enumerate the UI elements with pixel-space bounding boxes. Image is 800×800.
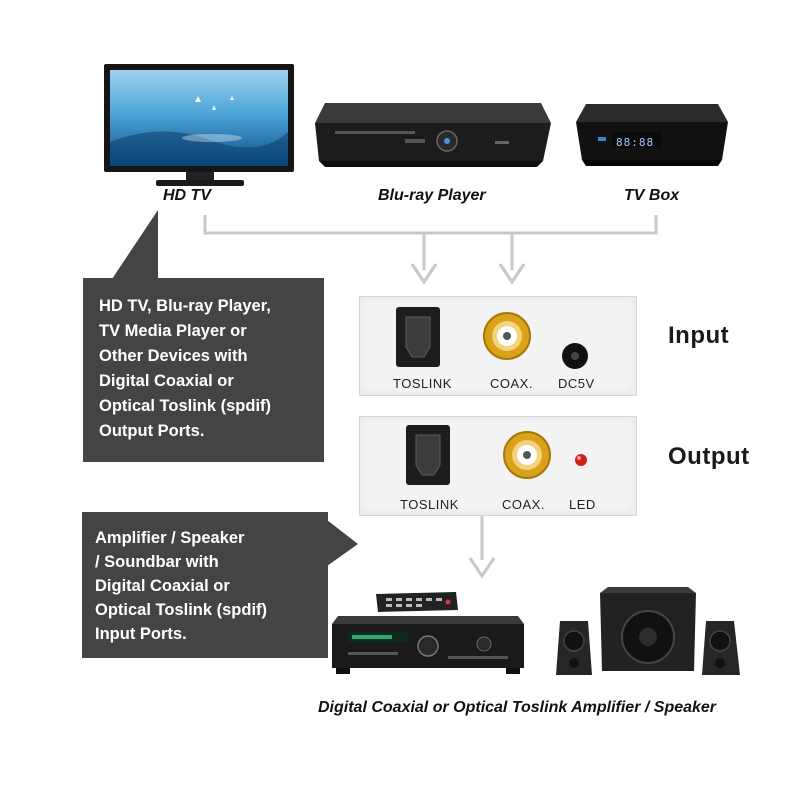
led-indicator: [575, 454, 587, 466]
bottom-caption: Digital Coaxial or Optical Toslink Ampli…: [318, 699, 717, 716]
output-callout-line: Digital Coaxial or: [95, 577, 230, 595]
toslink-label: TOSLINK: [400, 497, 459, 512]
output-callout-line: / Soundbar with: [95, 553, 219, 571]
input-callout-line: Digital Coaxial or: [99, 372, 234, 390]
output-callout-line: Amplifier / Speaker: [95, 529, 245, 547]
input-panel: TOSLINK COAX. DC5V: [359, 296, 637, 396]
bluray-player-image: [315, 103, 551, 167]
input-side-label: Input: [668, 322, 730, 349]
output-callout-line: Optical Toslink (spdif): [95, 601, 268, 619]
led-label: LED: [569, 497, 596, 512]
input-callout: HD TV, Blu-ray Player, TV Media Player o…: [83, 278, 324, 462]
input-callout-line: HD TV, Blu-ray Player,: [99, 297, 271, 315]
coax-label: COAX.: [490, 376, 533, 391]
coax-label: COAX.: [502, 497, 545, 512]
speakers-image: [556, 587, 740, 675]
coax-input-port: [483, 312, 531, 360]
output-callout-line: Input Ports.: [95, 625, 187, 643]
coax-output-port: [503, 431, 551, 479]
input-callout-line: Output Ports.: [99, 422, 205, 440]
toslink-output-port: [406, 425, 450, 485]
tvbox-label: TV Box: [624, 187, 680, 204]
input-callout-line: Other Devices with: [99, 347, 248, 365]
toslink-label: TOSLINK: [393, 376, 452, 391]
toslink-input-port: [396, 307, 440, 367]
output-panel: TOSLINK COAX. LED: [359, 416, 637, 516]
hdtv-label: HD TV: [163, 187, 211, 204]
dc5v-jack: [562, 343, 588, 369]
tv-box-image: [576, 104, 728, 166]
output-callout: Amplifier / Speaker / Soundbar with Digi…: [82, 512, 328, 658]
output-side-label: Output: [668, 443, 750, 470]
bluray-label: Blu-ray Player: [378, 187, 486, 204]
input-callout-line: TV Media Player or: [99, 322, 247, 340]
hdtv-image: [104, 64, 294, 186]
input-callout-line: Optical Toslink (spdif): [99, 397, 272, 415]
tvbox-display: 88:88: [616, 136, 655, 149]
amplifier-image: [332, 592, 524, 674]
dc5v-label: DC5V: [558, 376, 595, 391]
